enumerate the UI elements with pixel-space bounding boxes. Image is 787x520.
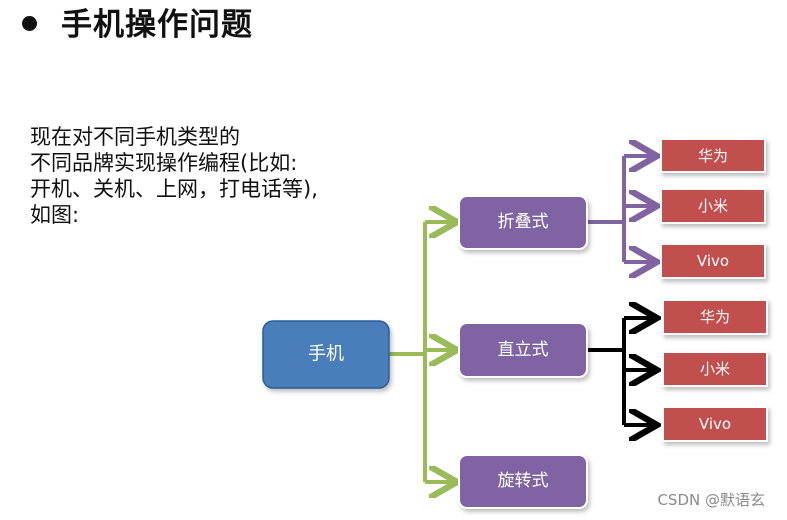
brand-node-upright-vivo: Vivo [662,406,768,442]
upright-connectors [588,318,653,425]
description-line-2: 不同品牌实现操作编程(比如: [30,151,298,175]
root-connectors [389,222,453,482]
brand-node-folding-vivo: Vivo [660,243,766,279]
root-label: 手机 [308,344,344,365]
root-node: 手机 [262,320,390,389]
bullet-icon [22,15,37,31]
type-node-rotating: 旋转式 [458,454,588,509]
description-line-4: 如图: [30,203,80,227]
brand-label-upright-xiaomi: 小米 [700,360,730,378]
brand-label-upright-vivo: Vivo [699,415,731,433]
brand-label-folding-huawei: 华为 [698,147,728,165]
type-label-folding: 折叠式 [498,212,549,232]
watermark: CSDN @默语玄 [657,491,765,509]
type-label-upright: 直立式 [498,340,549,360]
type-label-rotating: 旋转式 [498,471,549,491]
brand-node-upright-huawei: 华为 [662,299,768,335]
brand-label-folding-xiaomi: 小米 [698,197,728,215]
brand-label-folding-vivo: Vivo [697,252,729,270]
brand-label-upright-huawei: 华为 [700,308,730,326]
type-node-folding: 折叠式 [458,195,588,250]
brand-node-folding-xiaomi: 小米 [660,188,766,224]
brand-node-upright-xiaomi: 小米 [662,351,768,387]
folding-connectors [588,156,653,262]
page-title: 手机操作问题 [61,6,253,43]
description-line-3: 开机、关机、上网，打电话等), [30,177,318,201]
slide-title: 手机操作问题 [22,0,253,43]
type-node-upright: 直立式 [458,322,588,378]
brand-node-folding-huawei: 华为 [660,138,766,173]
description-text: 现在对不同手机类型的 不同品牌实现操作编程(比如: 开机、关机、上网，打电话等)… [30,124,430,228]
description-line-1: 现在对不同手机类型的 [30,125,240,149]
